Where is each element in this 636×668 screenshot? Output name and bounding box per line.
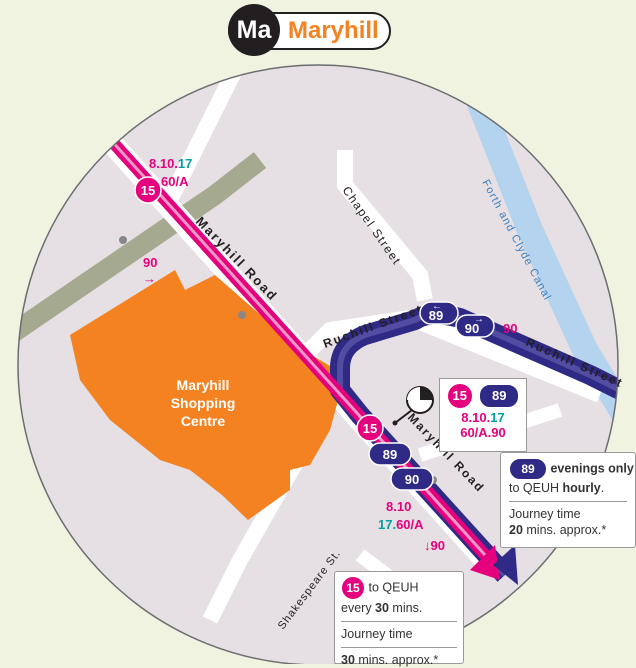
stop-north-times: 8.10.17	[149, 156, 192, 171]
route-89-journey-time: 20 mins. approx.*	[509, 523, 607, 537]
stop-routes-box[interactable]: 15 89 8.10.17 60/A.90	[439, 378, 527, 452]
stop-mall-west[interactable]: 90 →	[143, 255, 157, 286]
route-89-journey-label: Journey time	[509, 507, 581, 521]
location-code: Ma	[228, 4, 280, 56]
stop-mall-west-route: 90	[143, 255, 157, 270]
stop-box-times-1: 8.10.17	[461, 410, 505, 425]
route-15-arrow	[470, 545, 500, 580]
stop-main-route-90: 90	[405, 472, 419, 487]
stop-ruchill-route-89: 89	[429, 308, 443, 323]
map-border	[17, 64, 619, 664]
shopping-centre-label-3: Centre	[181, 413, 226, 429]
stop-box-times-2: 60/A.90	[460, 425, 506, 440]
stop-main-badges[interactable]: 15 89 90	[356, 414, 434, 491]
stop-main-route-15: 15	[363, 421, 377, 436]
shopping-centre-label-1: Maryhill	[177, 377, 230, 393]
stop-main-route-89: 89	[383, 447, 397, 462]
route-15-badge: 15	[341, 576, 365, 600]
stop-ruchill-label: 90	[503, 321, 517, 336]
route-89-badge: 89	[509, 458, 547, 480]
stop-north[interactable]: 15 8.10.17 60/A	[134, 156, 192, 204]
railway	[18, 152, 267, 344]
route-89-arrow	[493, 545, 518, 585]
route-89-frequency: to QEUH hourly.	[509, 481, 605, 495]
route-89-badge: 89	[479, 384, 520, 408]
shopping-centre	[70, 270, 345, 520]
stop-ruchill[interactable]: 89 ← 90 → 90	[419, 301, 517, 338]
route-15-journey-time: 30 mins. approx.*	[341, 653, 439, 667]
route-15-info-box: 15 to QEUH every 30 mins. Journey time 3…	[334, 571, 464, 667]
stop-south[interactable]: 8.10 17.60/A ↓90	[378, 499, 445, 553]
route-15-destination: to QEUH	[368, 580, 419, 595]
location-name: Maryhill	[288, 17, 379, 44]
route-89-info-box: 89 evenings only to QEUH hourly. Journey…	[500, 452, 636, 548]
route-15-journey-label: Journey time	[341, 627, 413, 641]
location-title: Ma Maryhill	[228, 4, 391, 56]
route-15-badge: 15	[446, 383, 473, 409]
stop-dot	[238, 311, 246, 319]
right-arrow-icon: →	[474, 314, 484, 325]
stop-dot	[119, 236, 127, 244]
stop-north-times-2: 60/A	[161, 174, 189, 189]
stop-north-route: 15	[141, 183, 155, 198]
shopping-centre-label-2: Shopping	[171, 395, 236, 411]
left-arrow-icon: ←	[432, 301, 442, 312]
stop-south-line3: ↓90	[424, 538, 445, 553]
right-arrow-icon: →	[143, 271, 156, 286]
stop-south-line1: 8.10	[386, 499, 411, 514]
stop-ruchill-route-90: 90	[465, 321, 479, 336]
stop-south-line2: 17.60/A	[378, 517, 424, 532]
stop-symbol-icon	[392, 386, 434, 426]
route-15-frequency: every 30 mins.	[341, 601, 423, 615]
route-89-evenings: evenings only	[550, 461, 634, 476]
stop-routes-badges: 15 89	[440, 383, 526, 409]
